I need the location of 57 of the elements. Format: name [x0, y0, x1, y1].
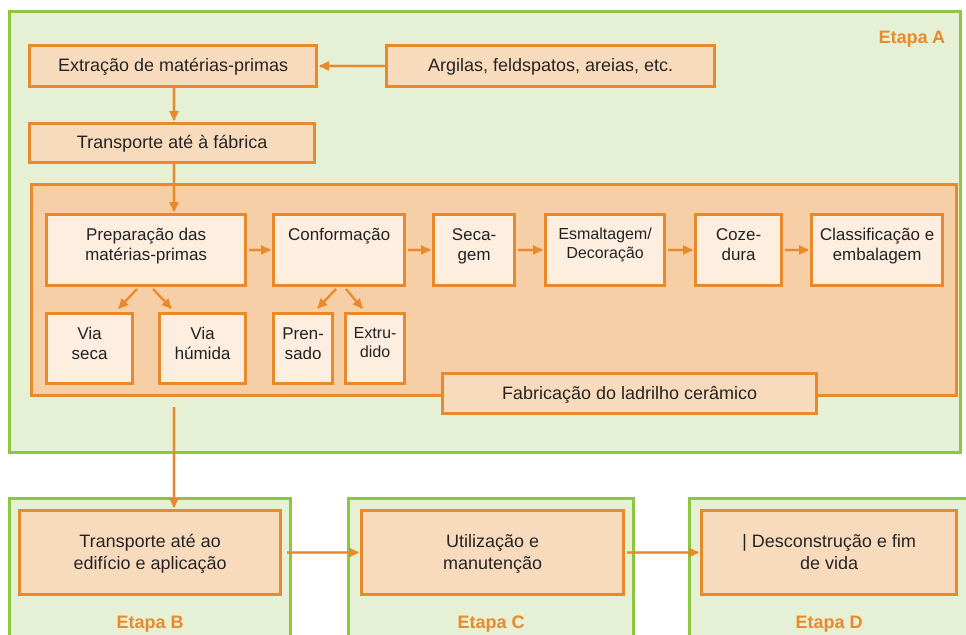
arrow [152, 288, 172, 309]
box-label: Utilização e manutenção [442, 530, 544, 574]
box-label: Conformação [288, 225, 390, 246]
stage-panel [8, 497, 292, 635]
box-label: | Desconstrução e fim de vida [742, 530, 916, 574]
arrow [785, 245, 809, 255]
process-box [432, 213, 516, 287]
box-label: Pren- sado [281, 324, 325, 365]
arrow [627, 548, 699, 558]
arrow [345, 288, 363, 309]
stage-panel [8, 10, 962, 454]
arrow [287, 548, 359, 558]
arrow [249, 245, 271, 255]
stage-label: Etapa A [878, 27, 945, 48]
box-label: Argilas, feldspatos, areias, etc. [428, 55, 674, 77]
arrow [408, 245, 431, 255]
box-label: Coze- dura [714, 225, 762, 266]
box-label: Via seca [70, 324, 108, 365]
process-box [18, 509, 282, 596]
process-box [344, 312, 406, 385]
box-label: Transporte até à fábrica [76, 132, 268, 154]
process-box [45, 213, 247, 287]
process-box [272, 312, 334, 385]
process-box [272, 213, 406, 287]
process-box [360, 509, 625, 596]
arrow [317, 288, 337, 309]
stage-label: Etapa C [457, 612, 525, 633]
stage-label: Etapa B [116, 612, 184, 633]
arrow [668, 245, 693, 255]
box-label: Esmaltagem/ Decoração [557, 225, 653, 264]
box-label: Extração de matérias-primas [58, 55, 288, 77]
arrow [169, 88, 179, 121]
process-box [544, 213, 666, 287]
arrow [319, 61, 385, 71]
arrow [518, 245, 543, 255]
box-label: Classificação e embalagem [818, 225, 936, 266]
process-box [158, 312, 247, 385]
stage-panel [347, 497, 635, 635]
arrow [118, 288, 138, 309]
process-box [385, 44, 716, 88]
box-label: Via húmida [174, 324, 232, 365]
process-box [810, 213, 944, 287]
box-label: Seca- gem [450, 225, 498, 266]
process-box [28, 44, 318, 88]
stage-panel [688, 497, 966, 635]
arrow [169, 164, 179, 212]
arrow [169, 407, 179, 508]
process-box [441, 372, 818, 415]
box-label: Preparação das matérias-primas [84, 225, 208, 266]
box-label: Fabricação do ladrilho cerâmico [502, 382, 758, 404]
box-label: Extru- dido [352, 324, 398, 362]
box-label: Transporte até ao edifício e aplicação [72, 530, 228, 574]
process-box [28, 122, 316, 164]
process-box [700, 509, 958, 596]
stage-label: Etapa D [795, 612, 863, 633]
process-box [45, 312, 134, 385]
process-box [694, 213, 783, 287]
